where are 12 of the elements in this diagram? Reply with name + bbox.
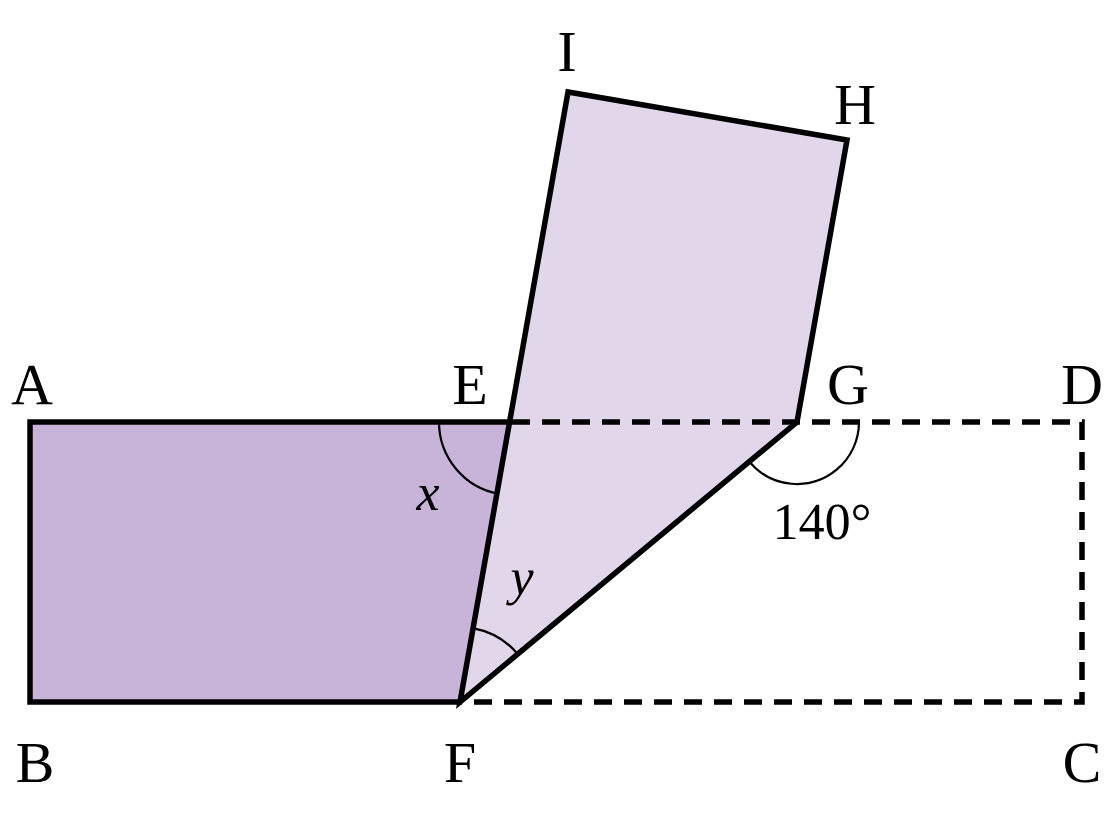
angle-label: y xyxy=(506,570,534,606)
point-label: H xyxy=(835,86,875,124)
point-label: A xyxy=(11,365,53,405)
angle-label: 140° xyxy=(777,504,869,540)
point-label: B xyxy=(17,743,52,783)
point-label: I xyxy=(559,33,575,71)
angle-label: x xyxy=(415,486,440,510)
point-label: C xyxy=(1065,743,1099,783)
point-label: D xyxy=(1062,365,1101,405)
point-label: F xyxy=(445,744,475,782)
point-label: E xyxy=(453,366,485,404)
point-label: G xyxy=(829,365,868,405)
